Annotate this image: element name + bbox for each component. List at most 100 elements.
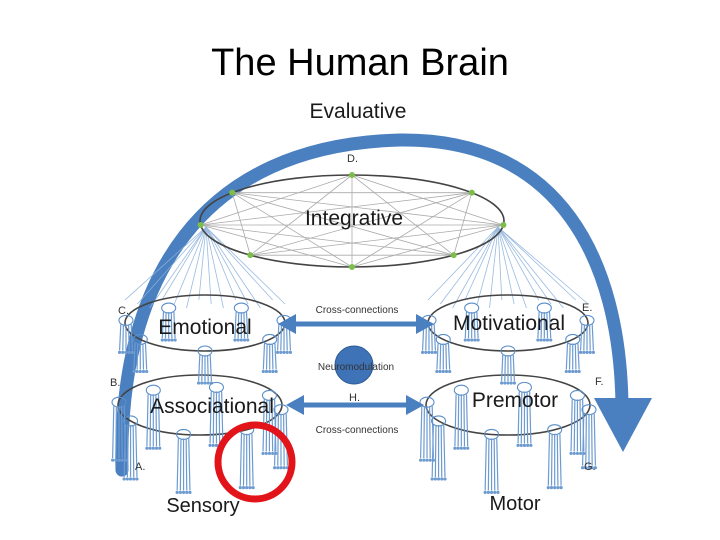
dendrite-tip [441, 369, 445, 374]
dendrite [445, 343, 448, 370]
dendrite-tip [493, 490, 497, 494]
dendrite [209, 391, 212, 444]
letter-h: H. [349, 392, 360, 404]
dendrite [581, 413, 585, 466]
dendrite-tip [559, 486, 563, 490]
dendrite-tip [433, 477, 437, 481]
dendrite [591, 324, 595, 351]
wire [497, 226, 527, 309]
letter-b: B. [110, 377, 120, 389]
integrative-node [349, 172, 355, 178]
dendrite-tip [440, 477, 444, 481]
dendrite-tip [580, 466, 585, 470]
integrative-node [197, 222, 204, 229]
dendrite-tip [185, 490, 189, 494]
dendrite-tip [197, 381, 201, 385]
dendrite-tip [486, 490, 490, 494]
cross-connection-arrow-top [278, 314, 434, 334]
dendrite-tip [208, 443, 212, 447]
wire [497, 226, 503, 301]
dendrite-tip [135, 369, 139, 374]
dendrite [443, 424, 446, 477]
dendrite-tip [587, 466, 591, 470]
integrative-node [468, 189, 475, 196]
letter-c: C. [118, 305, 129, 317]
label-cross-connections-top: Cross-connections [316, 305, 399, 316]
dendrite [179, 438, 182, 491]
integrative-link [231, 192, 251, 256]
integrative-link [351, 224, 504, 268]
dendrite [583, 324, 586, 351]
dendrite [548, 312, 552, 339]
dendrite [280, 324, 283, 351]
dendrite-tip [120, 458, 124, 462]
dendrite-tip [435, 369, 439, 374]
dendrite-tip [170, 338, 174, 342]
integrative-link [351, 174, 454, 256]
dendrite-tip [463, 338, 467, 342]
dendrite-tip [436, 477, 441, 481]
highlight-circle [214, 421, 296, 503]
integrative-link [232, 192, 504, 226]
dendrite [218, 391, 221, 444]
dendrite [493, 438, 496, 491]
dendrite-tip [466, 446, 470, 450]
wire [186, 226, 207, 309]
dendrite [434, 424, 437, 477]
wire [137, 226, 207, 305]
dendrite-tip [124, 350, 128, 354]
dendrite-tip [476, 338, 480, 342]
dendrite [164, 312, 167, 339]
dendrite [130, 324, 133, 351]
dendrite-tip [206, 381, 210, 385]
evaluative-arc [115, 133, 652, 477]
dendrite [565, 343, 569, 370]
label-sensory: Sensory [166, 495, 239, 517]
dendrite-tip [154, 446, 159, 450]
label-evaluative: Evaluative [310, 100, 407, 123]
dendrite-tip [267, 451, 272, 456]
dendrite-tip [529, 443, 533, 447]
dendrite [122, 324, 124, 351]
dendrite-tip [111, 458, 115, 462]
dendrite-tip [489, 490, 494, 494]
dendrite-tip [579, 451, 583, 456]
dendrite [136, 343, 139, 370]
dendrite [430, 324, 433, 351]
slide-title: The Human Brain [211, 42, 509, 84]
dendrite-tip [236, 338, 240, 342]
dendrite-tip [178, 490, 182, 494]
integrative-link [250, 192, 472, 256]
label-neuromodulation: Neuromodulation [318, 362, 394, 373]
dendrite [133, 343, 136, 370]
wire [205, 226, 273, 301]
dendrite [221, 391, 224, 444]
dendrite-tip [430, 350, 434, 354]
dendrite [467, 312, 470, 339]
dendrite [265, 343, 268, 370]
integrative-node [349, 264, 355, 270]
dendrite-tip [238, 486, 242, 490]
dendrite-tip [539, 338, 543, 342]
dendrite-tip [175, 490, 179, 494]
dendrite [517, 391, 520, 444]
dendrite-tip [125, 477, 129, 481]
dendrite [262, 343, 266, 370]
dendrite-tip [261, 369, 265, 374]
dendrite-tip [233, 338, 237, 342]
dendrite-tip [506, 381, 510, 385]
dendrite [546, 312, 549, 339]
dendrite-tip [549, 486, 554, 490]
dendrite [209, 354, 212, 382]
dendrite [149, 394, 152, 447]
wire [439, 226, 499, 305]
integrative-link [232, 192, 454, 256]
dendrite [496, 438, 499, 491]
connection-lines [124, 226, 589, 309]
dendrite-tip [438, 369, 442, 374]
integrative-node [450, 252, 457, 259]
dendrite-tip [117, 458, 121, 462]
dendrite [540, 312, 543, 339]
dendrite [529, 391, 532, 444]
